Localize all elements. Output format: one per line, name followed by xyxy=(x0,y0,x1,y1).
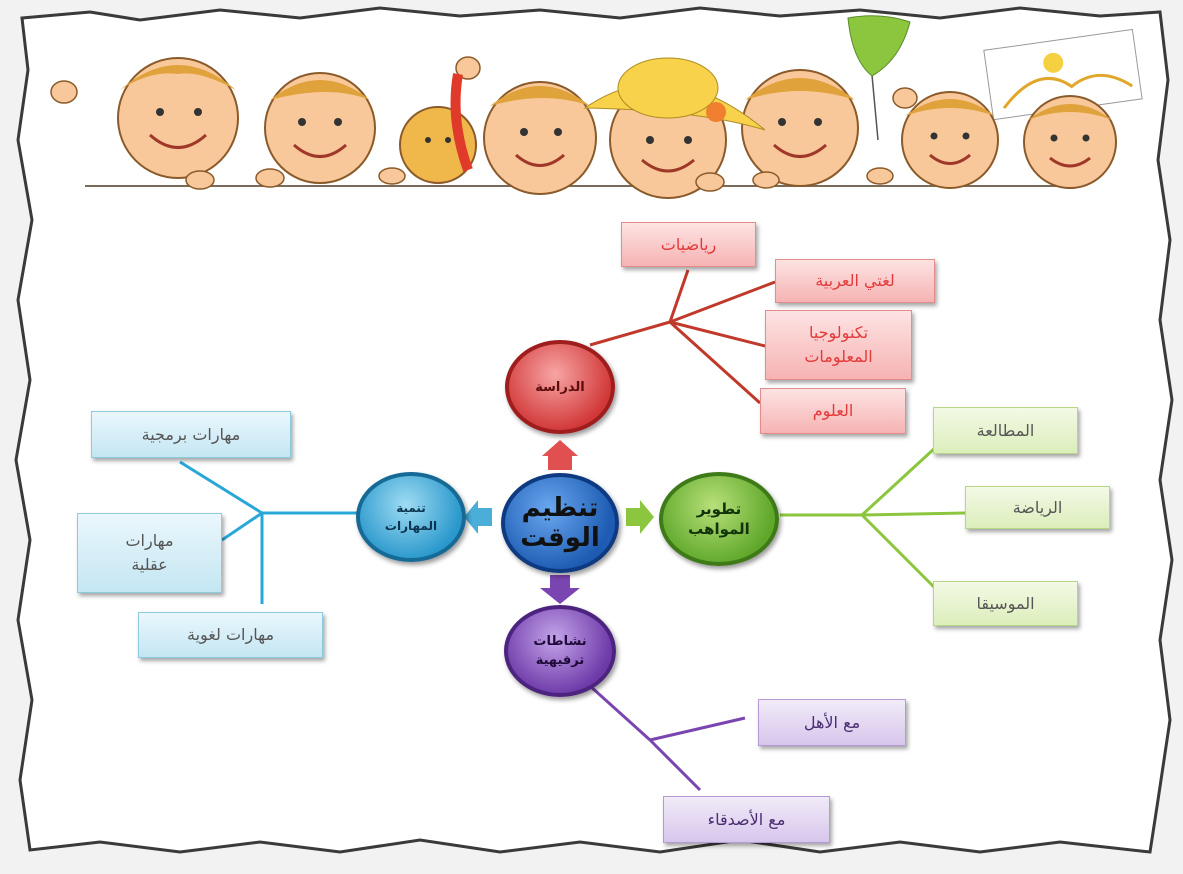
skills-item-language: مهارات لغوية xyxy=(138,612,323,658)
leisure-item-friends: مع الأصدقاء xyxy=(663,796,830,843)
skills-item-programming: مهارات برمجية xyxy=(91,411,291,458)
study-item-math: رياضيات xyxy=(621,222,756,267)
talents-item-sports: الرياضة xyxy=(965,486,1110,529)
talents-node: تطوير المواهب xyxy=(659,472,779,566)
talents-item-reading: المطالعة xyxy=(933,407,1078,454)
arrow-down-icon xyxy=(540,575,580,604)
study-item-arabic: لغتي العربية xyxy=(775,259,935,303)
center-node: تنظيم الوقت xyxy=(501,473,619,573)
skills-node: تنمية المهارات xyxy=(356,472,466,562)
arrow-right-icon xyxy=(626,500,654,534)
study-node: الدراسة xyxy=(505,340,615,434)
arrow-left-icon xyxy=(464,500,492,534)
arrow-up-icon xyxy=(542,440,578,470)
leisure-node: نشاطات ترفيهية xyxy=(504,605,616,697)
skills-item-mental: مهارات عقلية xyxy=(77,513,222,593)
talents-item-music: الموسيقا xyxy=(933,581,1078,626)
leisure-item-family: مع الأهل xyxy=(758,699,906,746)
study-item-science: العلوم xyxy=(760,388,906,434)
study-item-it: تكنولوجيا المعلومات xyxy=(765,310,912,380)
